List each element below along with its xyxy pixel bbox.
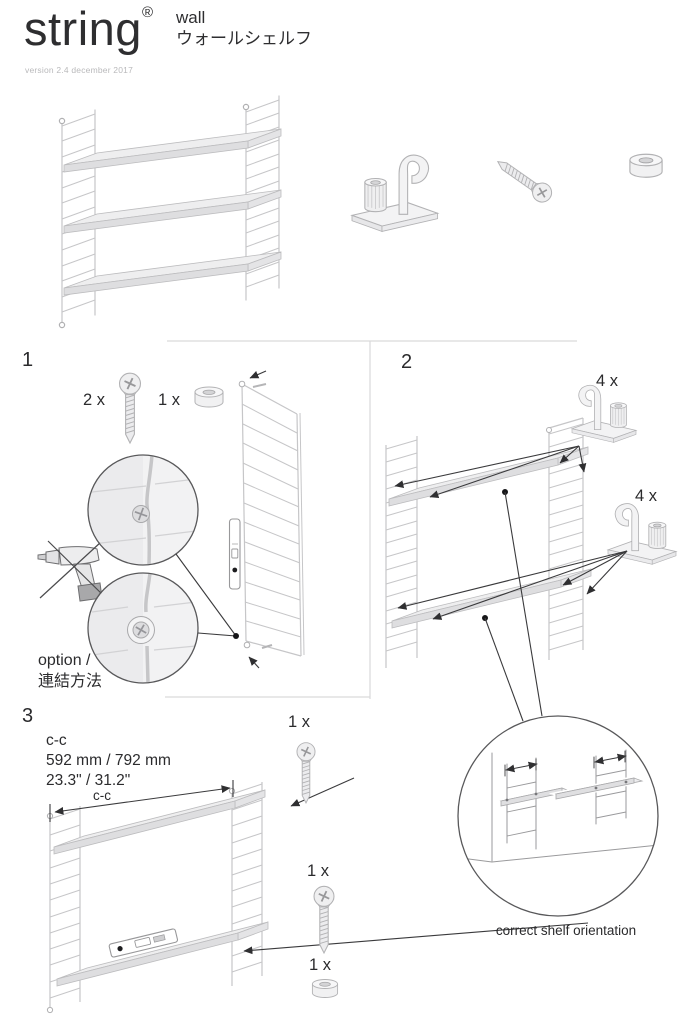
shelf-leader-lines: [482, 489, 543, 722]
step3-right-panel: [228, 782, 263, 986]
step2-shelves: [388, 446, 592, 629]
step1-art: [37, 370, 305, 684]
cc-dimension-arrow: [49, 780, 234, 822]
step3-spacer-qty: 1 x: [309, 956, 332, 974]
magnifier-circle-orientation: [457, 715, 659, 917]
cc-metric: 592 mm / 792 mm: [46, 752, 171, 769]
option-label-en: option /: [38, 652, 91, 669]
screw-icon: [491, 152, 557, 207]
screw-pointer-arrow: [290, 777, 355, 807]
step2-hook-qty-bottom: 4 x: [635, 487, 658, 505]
step3-screw-qty-top: 1 x: [288, 713, 311, 731]
spacer-icon: [629, 153, 663, 178]
step2-number: 2: [401, 351, 413, 373]
step3-spacer-icon: [311, 979, 339, 998]
brand-logo: string®: [24, 2, 154, 55]
product-name-ja: ウォールシェルフ: [176, 29, 312, 48]
step3-number: 3: [22, 705, 34, 727]
section-dividers: [165, 340, 577, 699]
wire-side-panel: [238, 380, 305, 657]
step1-spacer-icon: [194, 386, 224, 408]
magnifier-leader-lines: [175, 553, 239, 639]
step3-art: [46, 741, 589, 1014]
hook-bracket-icon: [351, 154, 439, 232]
step3-screw-icon-top: [296, 741, 316, 804]
step1-spacer-qty: 1 x: [158, 391, 181, 409]
hero-shelves: [63, 128, 282, 296]
mini-dimension-arrows: [504, 750, 627, 777]
cc-imperial: 23.3" / 31.2": [46, 772, 131, 789]
registered-mark: ®: [141, 4, 154, 21]
spirit-level-icon: [228, 518, 241, 590]
step1-screw-qty: 2 x: [83, 391, 106, 409]
panel-hole-arrows: [248, 370, 273, 669]
no-power-drill-icon: [37, 540, 108, 602]
cc-dimension-label: c-c: [93, 788, 111, 803]
step2-art: [385, 384, 677, 917]
hero-shelf-unit: [58, 95, 282, 329]
step1-number: 1: [22, 349, 34, 371]
step2-hook-qty-top: 4 x: [596, 372, 619, 390]
lower-shelf-pointer-arrow: [243, 922, 589, 955]
product-name-en: wall: [176, 8, 206, 27]
magnifier-circle-option-detail: [87, 572, 199, 684]
magnifier-circle-screw-detail: [87, 454, 199, 566]
hook-position-arrows-bottom: [397, 550, 628, 620]
version-text: version 2.4 december 2017: [25, 65, 134, 75]
step1-screw-icon: [118, 372, 142, 444]
step3-shelves: [53, 789, 269, 987]
option-label-ja: 連結方法: [38, 673, 103, 690]
orientation-caption: correct shelf orientation: [495, 923, 637, 938]
prohibited-cross: [39, 540, 108, 600]
step2-hook-icon-top: [571, 384, 637, 443]
cc-heading: c-c: [46, 732, 67, 749]
step2-left-panel: [385, 436, 418, 668]
spirit-level-horizontal-icon: [108, 928, 179, 958]
step3-screw-qty-bottom: 1 x: [307, 862, 330, 880]
step3-screw-icon-bottom: [313, 885, 335, 954]
hook-position-arrows-top: [394, 445, 587, 498]
